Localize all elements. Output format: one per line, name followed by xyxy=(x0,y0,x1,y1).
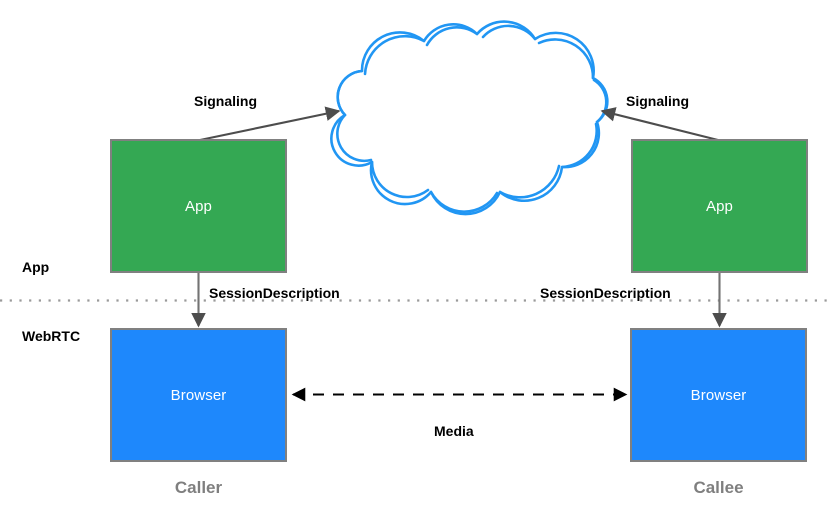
layer-label-app: App xyxy=(22,259,50,275)
edge-caller-signaling-arrow xyxy=(199,106,341,142)
role-label-callee: Callee xyxy=(693,478,744,497)
edge-label-callee-sessiondescription: SessionDescription xyxy=(540,285,671,301)
edge-label-caller-sessiondescription: SessionDescription xyxy=(209,285,340,301)
node-caller-app[interactable]: App xyxy=(110,139,287,273)
edge-callee-signaling-arrow xyxy=(600,107,719,142)
edge-label-caller-signaling: Signaling xyxy=(194,93,257,109)
edge-label-media: Media xyxy=(434,423,474,439)
node-callee-browser-label: Browser xyxy=(690,386,747,404)
node-callee-browser[interactable]: Browser xyxy=(630,328,807,462)
node-callee-app[interactable]: App xyxy=(631,139,808,273)
node-caller-app-label: App xyxy=(185,197,212,215)
layer-label-webrtc: WebRTC xyxy=(22,328,81,344)
role-label-caller: Caller xyxy=(174,478,223,497)
node-caller-browser[interactable]: Browser xyxy=(110,328,287,462)
node-caller-browser-label: Browser xyxy=(170,386,227,404)
network-cloud-icon xyxy=(330,20,609,216)
node-callee-app-label: App xyxy=(706,197,733,215)
edge-label-callee-signaling: Signaling xyxy=(626,93,689,109)
